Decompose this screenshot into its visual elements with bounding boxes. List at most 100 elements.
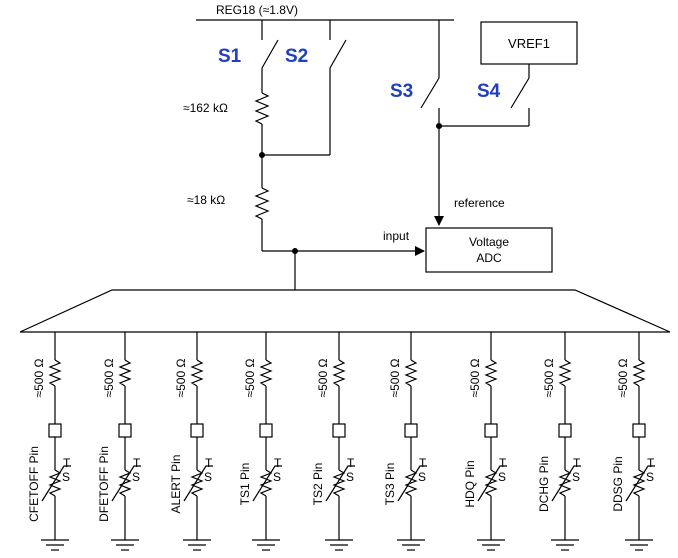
thermistor: TS — [183, 456, 213, 502]
divider-branch: S1 S2 ≈162 kΩ ≈18 kΩ input — [183, 20, 425, 290]
thermistor: TS — [625, 456, 655, 502]
channel-6: TS ≈500 Ω TS3 Pin — [383, 332, 427, 551]
thermistor-t-label: T — [63, 456, 71, 470]
channel-pin-label: TS2 Pin — [311, 463, 325, 506]
adc-label-line2: ADC — [476, 251, 502, 265]
pin-box — [484, 423, 498, 438]
ground-symbol — [625, 539, 653, 551]
thermistor-s-label: S — [572, 470, 580, 484]
thermistor-s-label: S — [498, 470, 506, 484]
voltage-adc-block: Voltage ADC — [425, 227, 553, 273]
thermistor-s-label: S — [418, 470, 426, 484]
channel-resistor — [484, 359, 498, 387]
channel-resistor-label: ≈500 Ω — [542, 359, 556, 398]
channel-5: TS ≈500 Ω TS2 Pin — [311, 332, 355, 551]
thermistor-t-label: T — [573, 456, 581, 470]
channel-resistor — [259, 359, 273, 387]
channel-pin-label: DFETOFF Pin — [97, 446, 111, 522]
thermistor-t-label: T — [347, 456, 355, 470]
channel-resistor — [118, 359, 132, 387]
thermistor: TS — [252, 456, 282, 502]
channel-resistor — [48, 359, 62, 387]
ground-symbol — [551, 539, 579, 551]
pin-box — [190, 423, 204, 438]
resistor-162k-label: ≈162 kΩ — [183, 101, 228, 115]
thermistor: TS — [41, 456, 71, 502]
ground-symbol — [41, 539, 69, 551]
thermistor: TS — [477, 456, 507, 502]
reference-label: reference — [454, 196, 505, 210]
reference-branch: S3 VREF1 S4 reference — [390, 20, 578, 226]
input-mux — [19, 289, 671, 333]
switch-s3-label: S3 — [390, 81, 413, 102]
channel-resistor — [404, 359, 418, 387]
switch-s2: S2 — [285, 30, 347, 155]
channel-resistor-label: ≈500 Ω — [388, 359, 402, 398]
rail-label: REG18 (≈1.8V) — [216, 3, 298, 17]
channel-resistor — [558, 359, 572, 387]
thermistor-s-label: S — [346, 470, 354, 484]
channel-pin-label: HDQ Pin — [463, 460, 477, 507]
channel-resistor-label: ≈500 Ω — [243, 359, 257, 398]
channel-pin-label: TS3 Pin — [383, 463, 397, 506]
channel-3: TS ≈500 Ω ALERT Pin — [169, 332, 213, 551]
pin-box — [404, 423, 418, 438]
switch-s1: S1 — [218, 30, 279, 80]
channel-9: TS ≈500 Ω DDSG Pin — [611, 332, 655, 551]
channel-4: TS ≈500 Ω TS1 Pin — [238, 332, 282, 551]
switch-s1-label: S1 — [218, 46, 242, 67]
thermistor: TS — [111, 456, 141, 502]
switch-s4-label: S4 — [477, 81, 501, 102]
channel-8: TS ≈500 Ω DCHG Pin — [537, 332, 581, 551]
switch-s2-label: S2 — [285, 46, 308, 67]
pin-box — [632, 423, 646, 438]
vref1-block: VREF1 — [480, 21, 578, 65]
channel-resistor-label: ≈500 Ω — [102, 359, 116, 398]
input-label: input — [383, 229, 410, 243]
channel-resistor — [332, 359, 346, 387]
channel-pin-label: CFETOFF Pin — [27, 446, 41, 522]
pin-box — [259, 423, 273, 438]
thermistor-s-label: S — [204, 470, 212, 484]
pin-box — [332, 423, 346, 438]
channel-7: TS ≈500 Ω HDQ Pin — [463, 332, 507, 551]
channel-2: TS ≈500 Ω DFETOFF Pin — [97, 332, 141, 551]
thermistor-t-label: T — [499, 456, 507, 470]
channel-resistor-label: ≈500 Ω — [316, 359, 330, 398]
pin-box — [558, 423, 572, 438]
channel-pin-label: ALERT Pin — [169, 455, 183, 514]
resistor-18k: ≈18 kΩ — [187, 155, 270, 251]
ground-symbol — [183, 539, 211, 551]
reg18-rail: REG18 (≈1.8V) — [196, 3, 454, 21]
ground-symbol — [397, 539, 425, 551]
pin-box — [118, 423, 132, 438]
channel-resistor — [190, 359, 204, 387]
vref1-label: VREF1 — [508, 36, 550, 51]
channel-pin-label: TS1 Pin — [238, 463, 252, 506]
channel-resistor-label: ≈500 Ω — [616, 359, 630, 398]
switch-s4: S4 — [477, 64, 530, 126]
thermistor: TS — [397, 456, 427, 502]
ground-symbol — [111, 539, 139, 551]
ground-symbol — [252, 539, 280, 551]
thermistor: TS — [551, 456, 581, 502]
channel-resistor-label: ≈500 Ω — [468, 359, 482, 398]
channel-pin-label: DCHG Pin — [537, 456, 551, 512]
ground-symbol — [477, 539, 505, 551]
ground-symbol — [325, 539, 353, 551]
channel-pin-label: DDSG Pin — [611, 456, 625, 511]
adc-label-line1: Voltage — [469, 235, 509, 249]
resistor-162k: ≈162 kΩ — [183, 80, 270, 155]
channel-1: TS ≈500 Ω CFETOFF Pin — [27, 332, 71, 551]
channel-resistor-label: ≈500 Ω — [174, 359, 188, 398]
thermistor-s-label: S — [132, 470, 140, 484]
pin-box — [48, 423, 62, 438]
thermistor-t-label: T — [274, 456, 282, 470]
thermistor-t-label: T — [205, 456, 213, 470]
channel-resistor-label: ≈500 Ω — [32, 359, 46, 398]
thermistor-s-label: S — [273, 470, 281, 484]
thermistor-t-label: T — [419, 456, 427, 470]
thermistor-s-label: S — [646, 470, 654, 484]
